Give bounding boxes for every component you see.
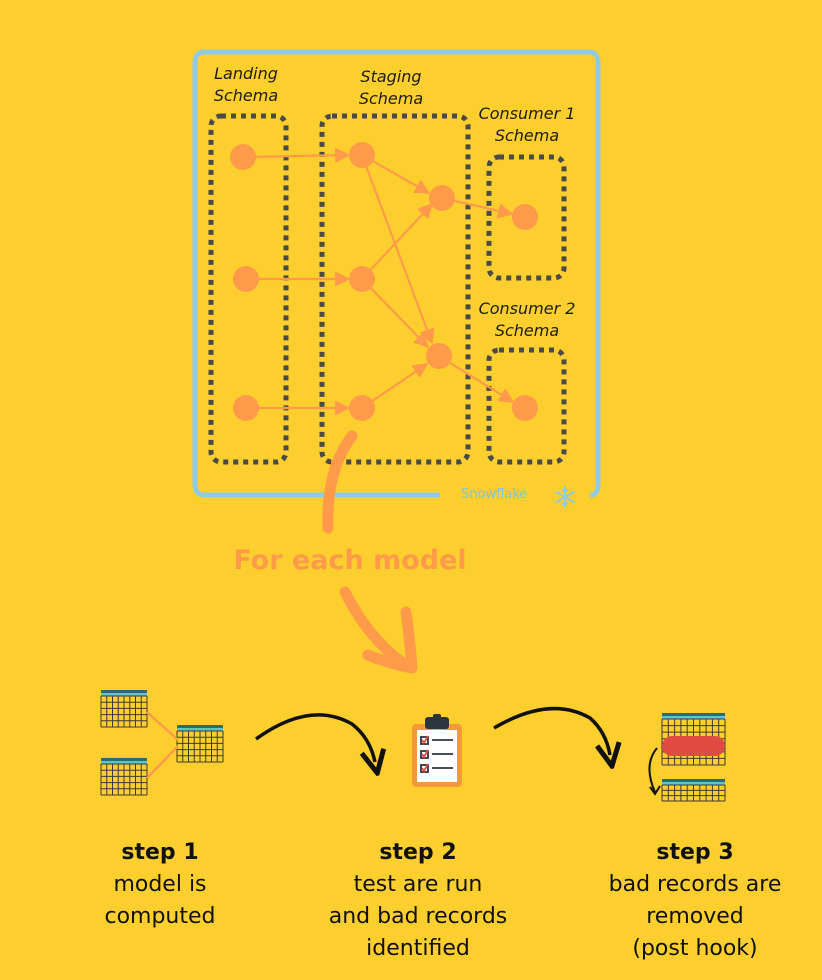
landing-node-1: [230, 144, 256, 170]
snowflake-icon: [554, 486, 576, 508]
for-each-arrow-upper: [322, 430, 358, 534]
for-each-banner: For each model: [233, 545, 466, 576]
landing-schema-box: [208, 113, 289, 465]
for-each-arrow-lower: [339, 586, 410, 670]
clipboard-checklist-icon: [412, 714, 462, 787]
step1-to-step2-arrow: [254, 713, 375, 762]
staging-schema-box: [319, 113, 471, 465]
step-1-caption: step 1 model is computed: [60, 837, 260, 933]
landing-node-3: [233, 395, 259, 421]
step-1-description: model is computed: [104, 872, 216, 929]
for-each-arrow-head: [362, 606, 418, 674]
consumer2-node: [512, 395, 538, 421]
staging-node-2: [349, 266, 375, 292]
consumer1-schema-box: [486, 154, 567, 281]
consumer2-schema-box: [486, 347, 567, 465]
step-2-title: step 2: [379, 840, 457, 865]
model-nodes: [230, 142, 538, 421]
staging-node-4: [429, 185, 455, 211]
step-2-caption: step 2 test are run and bad records iden…: [300, 837, 536, 965]
step-3-title: step 3: [656, 840, 734, 865]
landing-node-2: [233, 266, 259, 292]
tables-icon: [100, 690, 224, 796]
step-2-description: test are run and bad records identified: [328, 872, 508, 961]
snowflake-container: [192, 49, 601, 498]
table-remove-records-icon: [648, 713, 726, 802]
staging-node-3: [349, 395, 375, 421]
step-1-title: step 1: [121, 840, 199, 865]
step-3-description: bad records are removed (post hook): [608, 872, 782, 961]
consumer1-node: [512, 204, 538, 230]
staging-node-1: [349, 142, 375, 168]
step-3-caption: step 3 bad records are removed (post hoo…: [590, 837, 800, 965]
snowflake-label: Snowflake: [461, 487, 527, 502]
staging-node-5: [426, 343, 452, 369]
step2-to-step3-arrow: [493, 706, 610, 755]
